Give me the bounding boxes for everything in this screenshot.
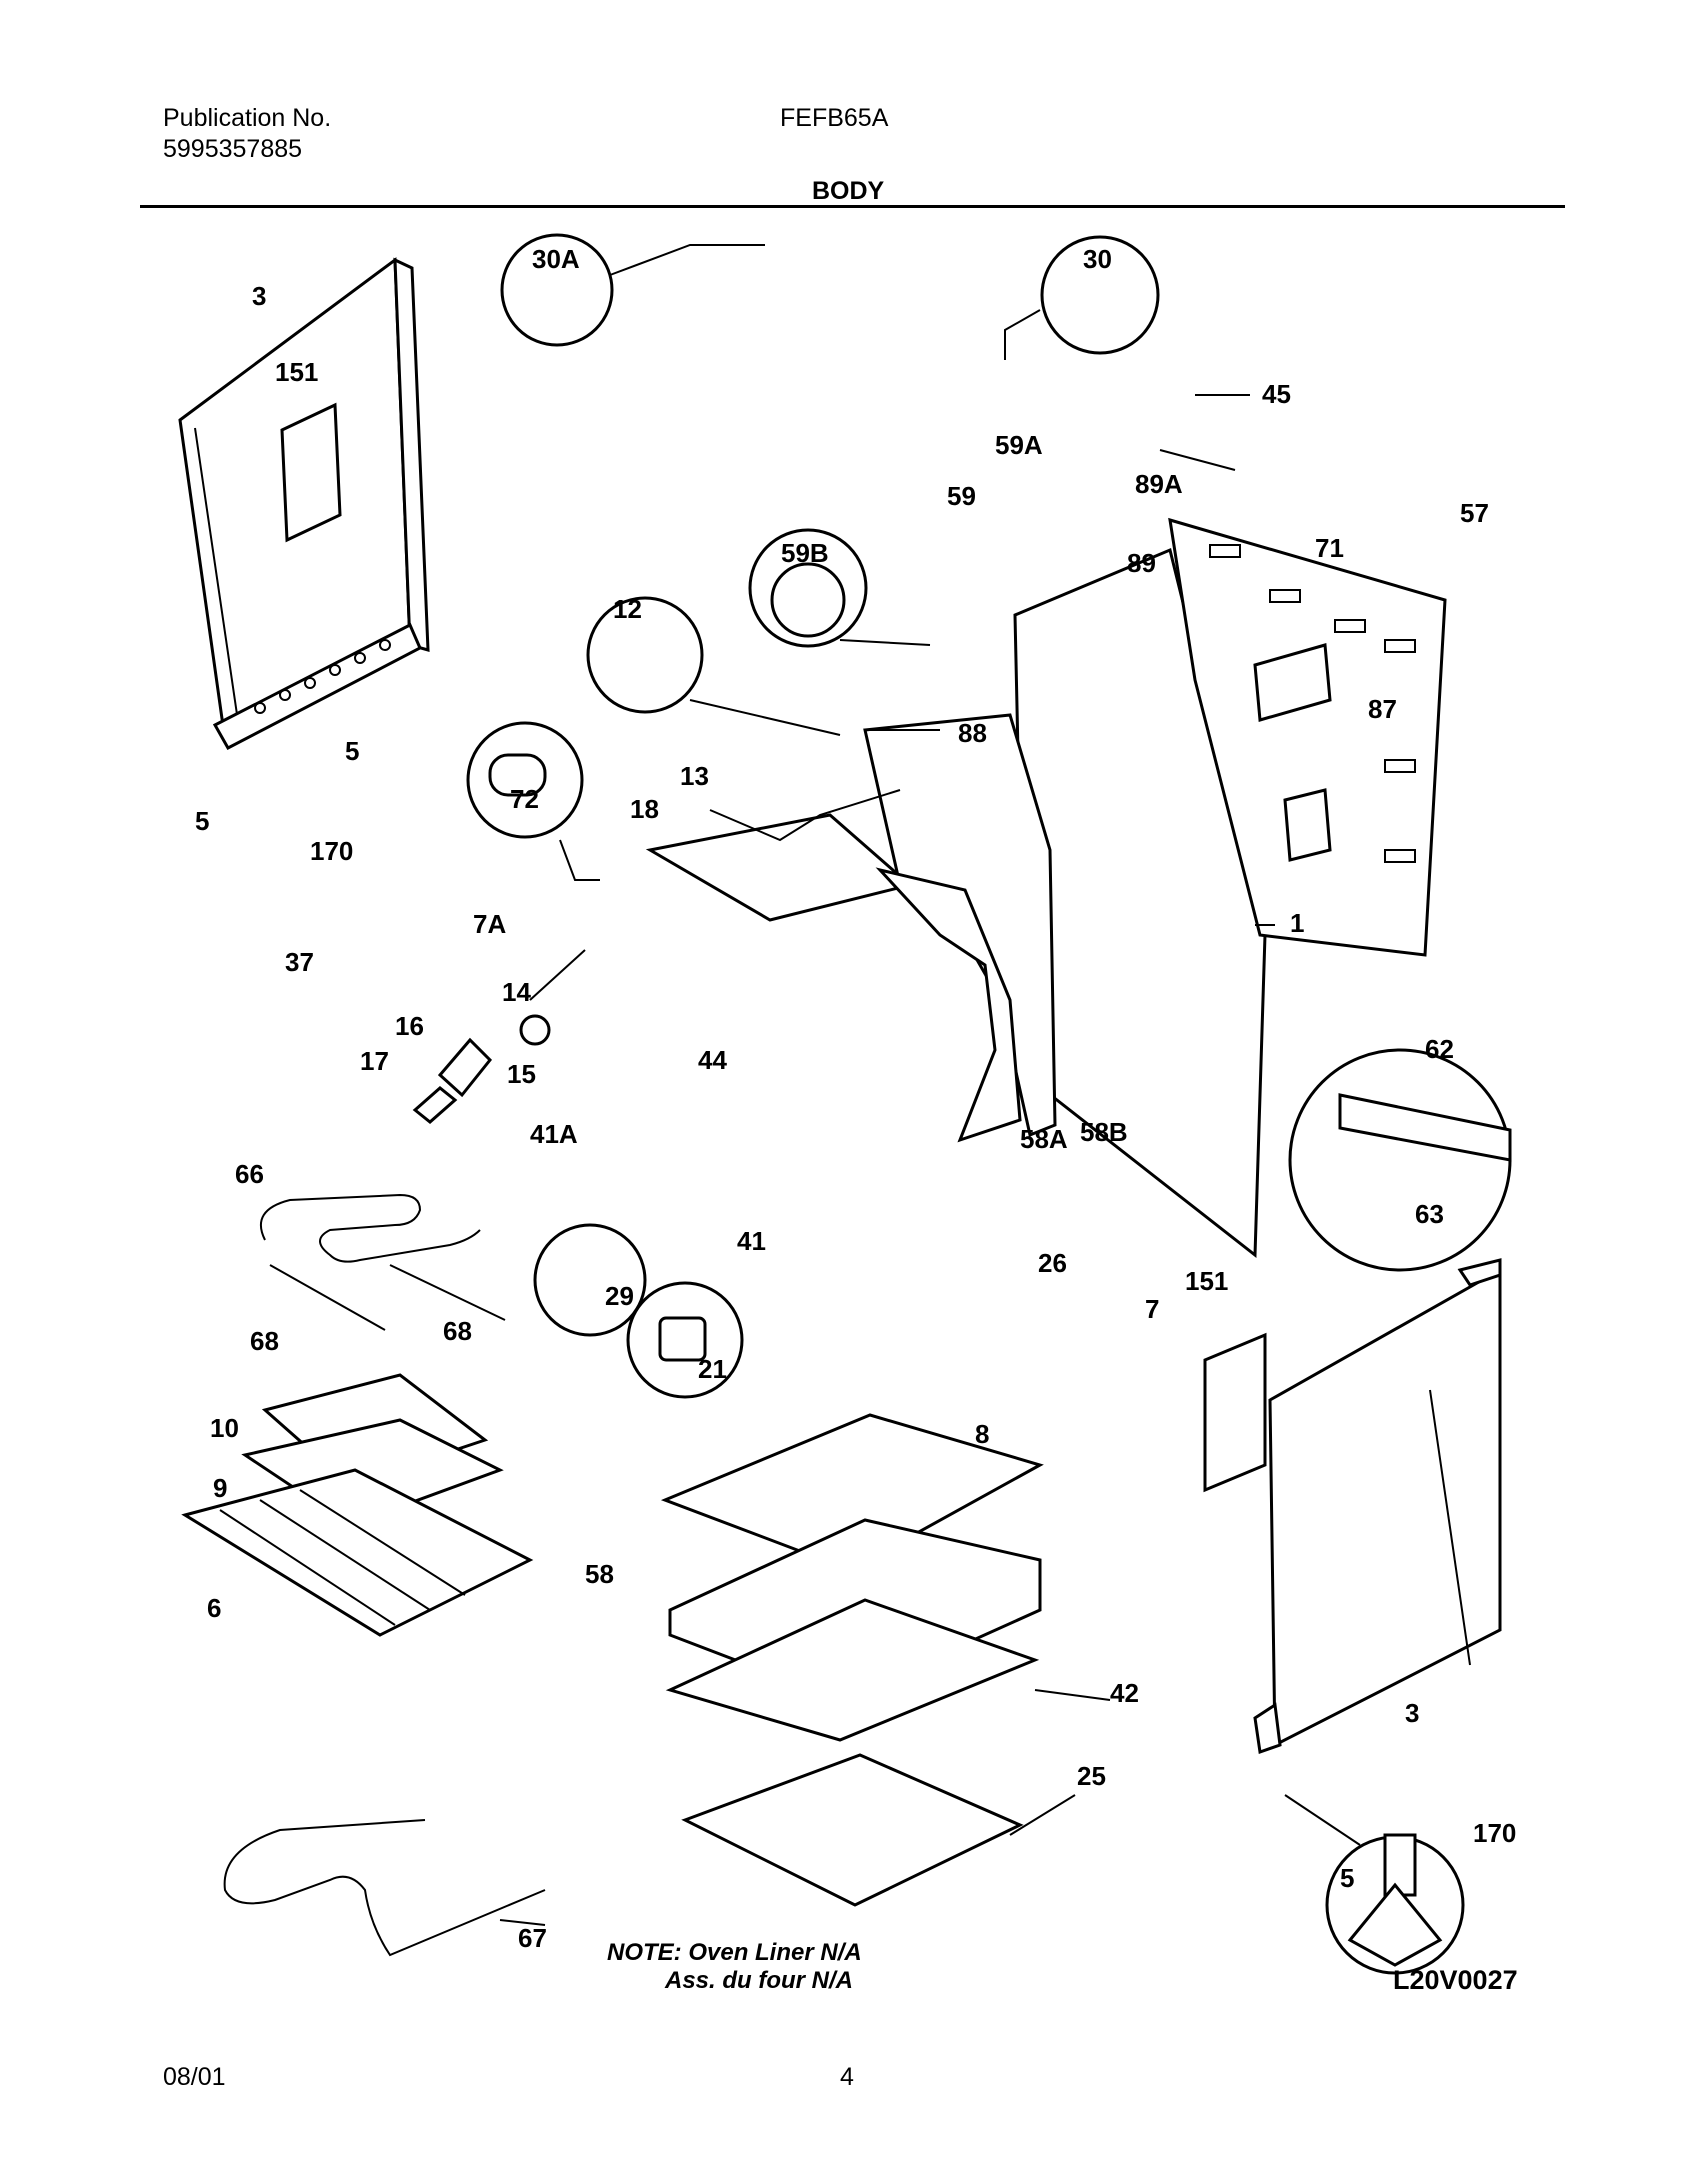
back-panel (1013, 517, 1447, 1259)
callout-58B: 58B (1080, 1117, 1128, 1147)
callout-14: 14 (502, 977, 531, 1007)
inset-72 (466, 721, 584, 839)
callout-10: 10 (210, 1413, 239, 1443)
inset-30 (1040, 235, 1160, 355)
callout-170-right: 170 (1473, 1818, 1516, 1848)
callout-7: 7 (1145, 1294, 1159, 1324)
inset-29 (533, 1223, 647, 1337)
callout-16: 16 (395, 1011, 424, 1041)
broil-element (260, 1193, 506, 1331)
callout-26: 26 (1038, 1248, 1067, 1278)
callout-30: 30 (1083, 244, 1112, 274)
publication-number: 5995357885 (163, 135, 303, 163)
right-side-panel (1203, 1258, 1502, 1755)
callout-68-right: 68 (443, 1316, 472, 1346)
callout-89A: 89A (1135, 469, 1183, 499)
callout-5-left-upper: 5 (345, 736, 359, 766)
oven-bottom-assembly (660, 1413, 1044, 1907)
callout-58A: 58A (1020, 1124, 1068, 1154)
inset-30A (500, 233, 614, 347)
note-line-2: Ass. du four N/A (665, 1967, 854, 1994)
callout-25: 25 (1077, 1761, 1106, 1791)
callout-41: 41 (737, 1226, 766, 1256)
callout-57: 57 (1460, 498, 1489, 528)
callout-1: 1 (1290, 908, 1304, 938)
callout-88: 88 (958, 718, 987, 748)
inset-21 (626, 1281, 744, 1399)
callout-58: 58 (585, 1559, 614, 1589)
callout-68-left: 68 (250, 1326, 279, 1356)
callout-9: 9 (213, 1473, 227, 1503)
inset-12 (586, 596, 704, 714)
callout-labels: 30A 30 3 151 45 59A 59 89A 57 59B 71 89 … (195, 244, 1516, 1953)
broil-pan-assembly (181, 1373, 534, 1637)
callout-leaders (499, 244, 1471, 1926)
callout-29: 29 (605, 1281, 634, 1311)
callout-3-right: 3 (1405, 1698, 1419, 1728)
callout-15: 15 (507, 1059, 536, 1089)
callout-18: 18 (630, 794, 659, 824)
header-divider (140, 205, 1565, 208)
callout-72: 72 (510, 784, 539, 814)
callout-87: 87 (1368, 694, 1397, 724)
diagram-code: L20V0027 (1393, 1965, 1518, 1995)
callout-66: 66 (235, 1159, 264, 1189)
callout-71: 71 (1315, 533, 1344, 563)
callout-3: 3 (252, 281, 266, 311)
publication-label: Publication No. (163, 104, 332, 132)
callout-62: 62 (1425, 1034, 1454, 1064)
callout-67: 67 (518, 1923, 547, 1953)
note-line-1: NOTE: Oven Liner N/A (607, 1939, 862, 1966)
callout-41A: 41A (530, 1119, 578, 1149)
callout-45: 45 (1262, 379, 1291, 409)
callout-44: 44 (698, 1045, 727, 1075)
thermostat-assembly (412, 789, 901, 1124)
callout-5-right: 5 (1340, 1863, 1354, 1893)
callout-59A: 59A (995, 430, 1043, 460)
callout-7A: 7A (473, 909, 506, 939)
section-title: BODY (812, 177, 885, 205)
callout-13: 13 (680, 761, 709, 791)
callout-170-left: 170 (310, 836, 353, 866)
callout-37: 37 (285, 947, 314, 977)
callout-59: 59 (947, 481, 976, 511)
callout-59B: 59B (781, 538, 829, 568)
callout-12: 12 (613, 594, 642, 624)
bake-element (223, 1819, 546, 1957)
callout-63: 63 (1415, 1199, 1444, 1229)
callout-89: 89 (1127, 548, 1156, 578)
callout-8: 8 (975, 1419, 989, 1449)
footer-page-number: 4 (840, 2063, 854, 2091)
callout-151: 151 (275, 357, 318, 387)
callout-42: 42 (1110, 1678, 1139, 1708)
oven-front-frame (645, 713, 1057, 1143)
footer-date: 08/01 (163, 2063, 226, 2091)
inset-59B (748, 528, 868, 648)
callout-21: 21 (698, 1354, 727, 1384)
callout-5-left-lower: 5 (195, 806, 209, 836)
inset-62-63 (1288, 1048, 1512, 1272)
leveling-leg-detail (1325, 1833, 1465, 1975)
callout-6: 6 (207, 1593, 221, 1623)
callout-30A: 30A (532, 244, 580, 274)
callout-151-right: 151 (1185, 1266, 1228, 1296)
callout-17: 17 (360, 1046, 389, 1076)
model-number: FEFB65A (780, 104, 889, 132)
left-side-panel (178, 257, 430, 750)
